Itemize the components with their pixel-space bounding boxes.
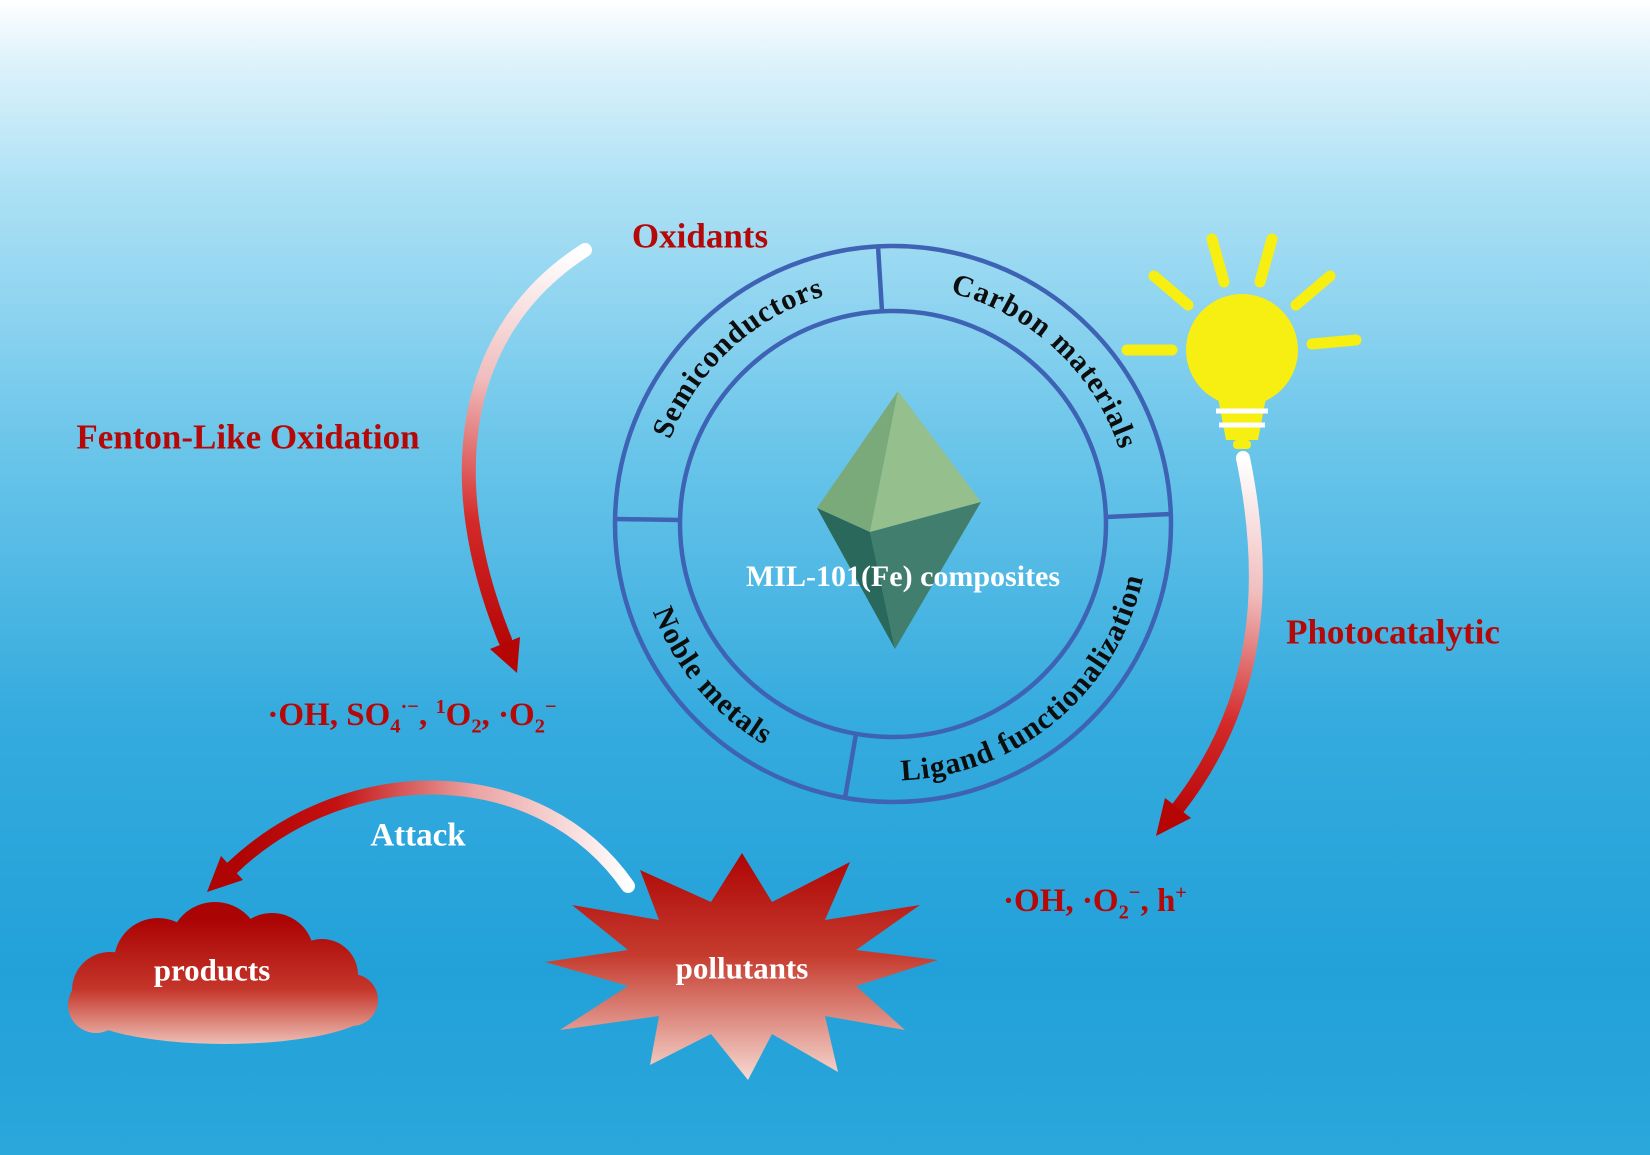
light-bulb-glass	[1186, 294, 1298, 406]
photocatalytic-species-label: ·OH, ·O2−, h+	[1003, 881, 1187, 924]
light-bulb-icon	[1121, 233, 1362, 449]
products-cloud	[68, 902, 378, 1044]
fenton-species-label: ·OH, SO4·−, 1O2, ·O2−	[267, 695, 557, 738]
octahedron-face-lower-right	[870, 502, 981, 649]
ring-divider-right	[1105, 511, 1172, 520]
ring-divider-left	[614, 516, 681, 523]
segment-label-ligand-functionalization: Ligand functionalization	[899, 571, 1150, 788]
pollutants-label: pollutants	[675, 950, 809, 986]
oxidants-label: Oxidants	[631, 216, 769, 256]
pollutants-star	[545, 853, 938, 1080]
center-composites-label: MIL-101(Fe) composites	[745, 560, 1061, 593]
composites-ring	[612, 243, 1174, 805]
ring-divider-bottom	[842, 733, 859, 799]
attack-arrow-shaft	[225, 780, 635, 893]
attack-arrow	[207, 780, 635, 893]
segment-label-noble-metals: Noble metals	[646, 602, 778, 752]
octahedron-icon	[817, 391, 981, 649]
octahedron-face-upper-left	[817, 391, 898, 532]
light-bulb-base-lines	[1216, 408, 1268, 428]
photocatalytic-arrow-shaft	[1171, 451, 1263, 815]
light-bulb-rays	[1121, 233, 1362, 356]
attack-arrow-head	[207, 856, 243, 892]
inner-ring-circle	[677, 308, 1109, 740]
photocatalytic-label: Photocatalytic	[1286, 612, 1500, 652]
outer-ring-circle	[612, 243, 1174, 805]
fenton-arrow-head	[490, 637, 520, 673]
fenton-arrow	[461, 243, 592, 673]
products-label: products	[153, 952, 271, 988]
light-bulb-tip	[1233, 440, 1251, 449]
octahedron-face-lower-left	[817, 508, 895, 649]
light-bulb-base	[1218, 398, 1266, 440]
photocatalytic-arrow	[1156, 451, 1263, 836]
octahedron-face-upper-right	[870, 391, 981, 532]
ring-divider-top	[875, 245, 885, 312]
fenton-arrow-shaft	[461, 243, 592, 647]
fenton-oxidation-label: Fenton-Like Oxidation	[76, 417, 420, 457]
photocatalytic-arrow-head	[1156, 798, 1191, 836]
attack-label: Attack	[370, 817, 466, 854]
